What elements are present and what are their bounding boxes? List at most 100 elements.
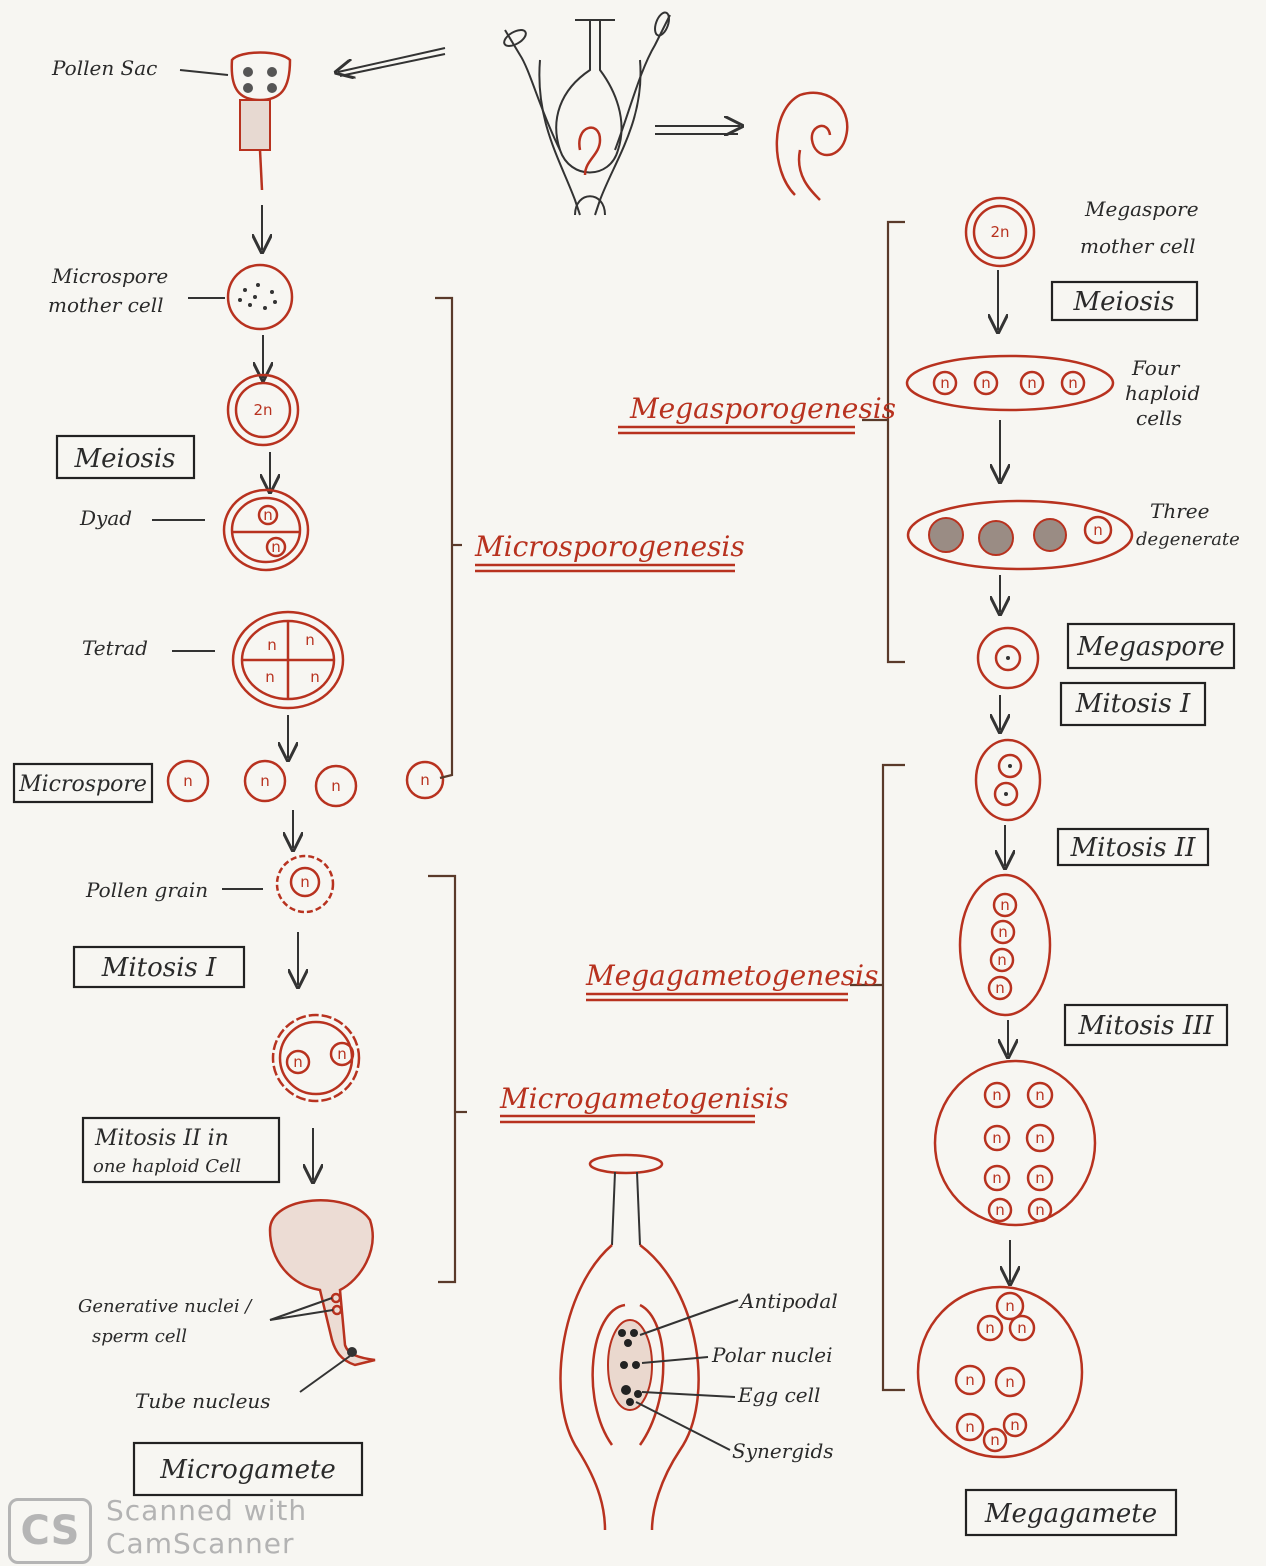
label-microspore-mother-2: mother cell bbox=[48, 293, 164, 317]
svg-text:n: n bbox=[293, 1053, 303, 1071]
germinating-pollen bbox=[270, 1200, 375, 1365]
microspore-mother-cell bbox=[228, 265, 292, 329]
svg-text:n: n bbox=[940, 374, 950, 392]
label-three-degenerate-2: degenerate bbox=[1136, 529, 1240, 550]
watermark-line-1: Scanned with bbox=[106, 1494, 307, 1527]
stage-megagametogenesis: Megagametogenesis bbox=[585, 959, 879, 992]
label-megaspore-mother-1: Megaspore bbox=[1084, 197, 1199, 221]
svg-text:n: n bbox=[1035, 1086, 1045, 1104]
text-mitosis-2-left-1: Mitosis II in bbox=[94, 1126, 229, 1151]
text-mitosis-2-right: Mitosis II bbox=[1070, 833, 1197, 863]
brace-microsporogenesis bbox=[435, 298, 452, 778]
svg-text:n: n bbox=[981, 374, 991, 392]
svg-text:n: n bbox=[1017, 1319, 1027, 1337]
svg-text:n: n bbox=[1027, 374, 1037, 392]
text-mitosis-2-left-2: one haploid Cell bbox=[93, 1156, 241, 1177]
svg-text:n: n bbox=[260, 772, 270, 790]
svg-text:n: n bbox=[1035, 1169, 1045, 1187]
tetrad-cell: n n n n bbox=[233, 612, 343, 708]
label-antipodal: Antipodal bbox=[738, 1289, 838, 1313]
text-meiosis-left: Meiosis bbox=[74, 444, 176, 474]
pistil-embryo-sac bbox=[561, 1155, 699, 1530]
svg-text:n: n bbox=[965, 1418, 975, 1436]
svg-text:n: n bbox=[992, 1129, 1002, 1147]
label-pollen-grain: Pollen grain bbox=[85, 878, 208, 902]
label-tube-nucleus: Tube nucleus bbox=[135, 1389, 271, 1413]
label-egg-cell: Egg cell bbox=[737, 1383, 820, 1407]
text-meiosis-right: Meiosis bbox=[1073, 287, 1175, 317]
text-microgamete: Microgamete bbox=[159, 1455, 336, 1485]
four-haploid-cells: n n n n bbox=[907, 356, 1113, 410]
eight-nucleate-cell: n n n n n n n n bbox=[935, 1061, 1095, 1225]
svg-text:n: n bbox=[1005, 1373, 1015, 1391]
flower-illustration bbox=[502, 11, 672, 215]
svg-text:n: n bbox=[995, 979, 1005, 997]
text-mitosis-3-right: Mitosis III bbox=[1077, 1011, 1214, 1041]
brace-microgametogenesis bbox=[428, 876, 455, 1282]
label-tetrad: Tetrad bbox=[82, 636, 148, 660]
svg-text:2n: 2n bbox=[253, 401, 272, 419]
camscanner-watermark: CS Scanned with CamScanner bbox=[8, 1494, 338, 1562]
svg-text:n: n bbox=[420, 771, 430, 789]
svg-text:n: n bbox=[183, 772, 193, 790]
label-dyad: Dyad bbox=[79, 506, 132, 530]
pollen-sac-icon bbox=[232, 53, 290, 191]
text-megaspore: Megaspore bbox=[1076, 632, 1225, 662]
brace-megasporogenesis bbox=[888, 222, 905, 662]
svg-text:n: n bbox=[300, 873, 310, 891]
three-degenerate-cells: n bbox=[908, 501, 1132, 569]
stage-microgametogenesis: Microgametogenisis bbox=[499, 1082, 789, 1115]
text-microspore: Microspore bbox=[18, 772, 147, 797]
arrow-to-pollen-sac-2 bbox=[340, 54, 445, 76]
svg-text:n: n bbox=[1010, 1416, 1020, 1434]
svg-text:n: n bbox=[995, 1201, 1005, 1219]
label-three-degenerate-1: Three bbox=[1150, 499, 1209, 523]
svg-text:n: n bbox=[271, 538, 281, 556]
svg-text:n: n bbox=[997, 951, 1007, 969]
label-four-haploid-3: cells bbox=[1136, 406, 1182, 430]
stage-microsporogenesis: Microsporogenesis bbox=[474, 530, 745, 563]
svg-text:n: n bbox=[1000, 896, 1010, 914]
svg-text:n: n bbox=[337, 1045, 347, 1063]
functional-megaspore bbox=[978, 628, 1038, 688]
label-synergids: Synergids bbox=[732, 1439, 834, 1463]
svg-text:n: n bbox=[310, 668, 320, 686]
cell-2n-left: 2n bbox=[228, 375, 298, 445]
svg-text:n: n bbox=[331, 777, 341, 795]
pollen-grain-cell: n bbox=[277, 856, 333, 912]
label-microspore-mother-1: Microspore bbox=[51, 264, 168, 288]
label-four-haploid-2: haploid bbox=[1125, 381, 1200, 405]
svg-text:2n: 2n bbox=[990, 223, 1009, 241]
two-nucleate-cell bbox=[976, 740, 1040, 820]
watermark-line-2: CamScanner bbox=[106, 1527, 295, 1560]
svg-text:n: n bbox=[998, 923, 1008, 941]
text-mitosis-1-right: Mitosis I bbox=[1075, 689, 1191, 719]
svg-text:n: n bbox=[1005, 1297, 1015, 1315]
svg-text:n: n bbox=[305, 631, 315, 649]
svg-text:n: n bbox=[1093, 521, 1103, 539]
arrow-to-pollen-sac bbox=[338, 48, 445, 72]
four-nucleate-cell: n n n n bbox=[960, 875, 1050, 1015]
label-four-haploid-1: Four bbox=[1131, 356, 1181, 380]
ovule-icon bbox=[777, 93, 847, 200]
label-megaspore-mother-2: mother cell bbox=[1080, 234, 1196, 258]
svg-text:n: n bbox=[992, 1086, 1002, 1104]
text-mitosis-1-left: Mitosis I bbox=[101, 953, 217, 983]
svg-text:n: n bbox=[965, 1371, 975, 1389]
svg-text:n: n bbox=[263, 506, 273, 524]
megaspore-mother-cell: 2n bbox=[966, 198, 1034, 266]
label-generative-1: Generative nuclei / bbox=[78, 1296, 253, 1317]
embryo-sac-cell: n n n n n n n n bbox=[918, 1287, 1082, 1457]
label-polar-nuclei: Polar nuclei bbox=[711, 1343, 833, 1367]
binucleate-pollen: n n bbox=[273, 1015, 359, 1101]
dyad-cell: n n bbox=[224, 490, 308, 570]
svg-text:n: n bbox=[1035, 1129, 1045, 1147]
label-pollen-sac: Pollen Sac bbox=[51, 56, 157, 80]
svg-text:n: n bbox=[1035, 1201, 1045, 1219]
brace-megagametogenesis bbox=[883, 765, 905, 1390]
svg-text:n: n bbox=[992, 1169, 1002, 1187]
svg-text:n: n bbox=[990, 1431, 1000, 1449]
svg-text:n: n bbox=[267, 636, 277, 654]
stage-megasporogenesis: Megasporogenesis bbox=[629, 392, 896, 425]
